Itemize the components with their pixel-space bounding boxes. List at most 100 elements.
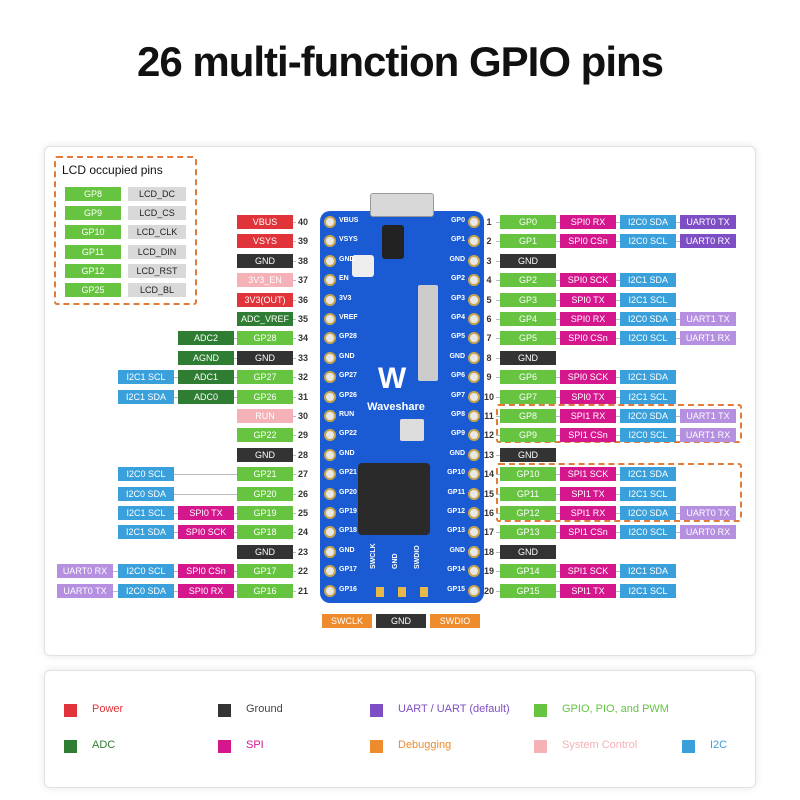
pin-number: 30 [297, 411, 308, 421]
board-silk-label: GND [339, 546, 355, 554]
legend-label-power: Power [92, 703, 124, 715]
legend-swatch-system [534, 740, 547, 753]
board-silk-label: GP22 [339, 430, 357, 438]
pin-label-spi: SPI0 RX [178, 583, 234, 598]
swd-pad [376, 587, 384, 597]
pin-label-i2c: I2C0 SDA [620, 215, 676, 229]
pin-leader-line [118, 474, 296, 476]
pin-label-uart_light: UART1 TX [680, 409, 736, 423]
lcd-fn-label: LCD_RST [128, 263, 186, 278]
lcd-fn-label: LCD_BL [128, 283, 186, 297]
usb-connector [370, 193, 434, 217]
pin-label-gpio: GP18 [237, 525, 293, 540]
legend-label-uart: UART / UART (default) [398, 703, 510, 715]
pin-label-gpio: GP2 [500, 273, 556, 288]
page-title: 26 multi-function GPIO pins [136, 38, 664, 85]
board-silk-label: GP5 [450, 333, 465, 341]
legend-label-system: System Control [562, 739, 638, 751]
board-silk-label: GP15 [447, 585, 465, 593]
pin-label-gpio: GP0 [500, 215, 556, 229]
castellated-pad [468, 487, 480, 500]
pin-number: 32 [297, 372, 308, 383]
pin-number: 37 [297, 275, 308, 286]
pin-label-spi: SPI1 TX [560, 486, 616, 501]
pin-label-uart: UART0 TX [680, 215, 736, 229]
board-silk-label: GP27 [339, 372, 357, 380]
pin-number: 2 [486, 236, 492, 247]
castellated-pad [324, 545, 336, 558]
highlight-gp8-gp9 [496, 404, 742, 443]
board-silk-label: 3V3 [339, 294, 352, 302]
debug-label-debug: SWDIO [430, 614, 480, 628]
castellated-pad [468, 545, 480, 558]
pin-number: 14 [483, 469, 494, 480]
swd-pad [420, 587, 428, 597]
board-silk-label: GP11 [447, 488, 465, 496]
pin-label-i2c: I2C1 SCL [620, 486, 676, 501]
pin-label-ground: GND [237, 253, 293, 268]
pin-leader-line [118, 493, 296, 495]
highlight-gp10-gp12 [496, 463, 742, 522]
header-block [418, 285, 438, 381]
board-silk-label: GND [449, 546, 465, 554]
castellated-pad [468, 507, 480, 519]
castellated-pad [468, 313, 480, 325]
board-silk-label: GND [449, 255, 465, 263]
pin-label-gpio: GP17 [237, 564, 293, 579]
board-silk-label: GP7 [450, 391, 465, 399]
pin-number: 21 [297, 585, 308, 596]
pin-label-gpio: GP26 [237, 389, 293, 404]
pin-label-uart_light: UART0 TX [680, 506, 736, 520]
pin-number: 19 [483, 566, 494, 577]
pin-label-i2c: I2C1 SCL [620, 292, 676, 307]
pin-label-gpio: GP15 [500, 583, 556, 598]
pin-number: 18 [483, 546, 494, 557]
pin-leader-line [496, 222, 736, 223]
pin-number: 28 [297, 449, 308, 460]
button-left [352, 255, 374, 277]
pin-number: 23 [297, 546, 308, 557]
pin-label-i2c: I2C0 SCL [118, 564, 174, 579]
pin-number: 39 [297, 236, 308, 247]
pin-number: 11 [484, 411, 494, 421]
pin-leader-line [496, 532, 736, 534]
castellated-pad [468, 371, 480, 384]
pin-label-spi: SPI1 RX [560, 409, 616, 423]
castellated-pad [324, 274, 336, 287]
pin-label-gpio: GP10 [500, 467, 556, 482]
board-silk-label: VSYS [339, 236, 358, 244]
pin-label-i2c: I2C0 SDA [620, 409, 676, 423]
pin-label-power: VSYS [237, 234, 293, 249]
pin-number: 26 [297, 488, 308, 499]
pin-number: 35 [297, 314, 308, 324]
pin-label-spi: SPI1 SCK [560, 564, 616, 579]
pin-label-gpio: GP7 [500, 389, 556, 404]
pin-label-i2c: I2C0 SDA [118, 486, 174, 501]
pin-label-ground: GND [500, 544, 556, 559]
pin-label-power: VBUS [237, 215, 293, 229]
castellated-pad [324, 507, 336, 519]
castellated-pad [468, 390, 480, 403]
pin-label-adc: ADC_VREF [237, 312, 293, 326]
debug-label-debug: SWCLK [322, 614, 372, 628]
castellated-pad [468, 293, 480, 306]
pin-label-ground: GND [237, 447, 293, 462]
button-right [382, 225, 404, 259]
pin-label-uart_light: UART1 RX [680, 428, 736, 443]
pin-label-gpio: GP1 [500, 234, 556, 249]
pin-label-i2c: I2C1 SCL [118, 506, 174, 520]
pin-number: 9 [486, 372, 492, 383]
pin-label-i2c: I2C0 SCL [118, 467, 174, 482]
pin-label-i2c: I2C1 SDA [620, 273, 676, 288]
board-bottom-silk: SWCLK [370, 543, 377, 569]
board-logo: W [377, 362, 407, 395]
pin-leader-line [496, 319, 736, 320]
pin-label-ground: GND [237, 350, 293, 365]
castellated-pad [324, 371, 336, 384]
legend-swatch-ground [218, 704, 231, 717]
lcd-gp-label: GP8 [65, 187, 121, 201]
castellated-pad [324, 410, 336, 422]
board-silk-label: GP20 [339, 488, 357, 496]
pin-number: 4 [486, 275, 492, 286]
